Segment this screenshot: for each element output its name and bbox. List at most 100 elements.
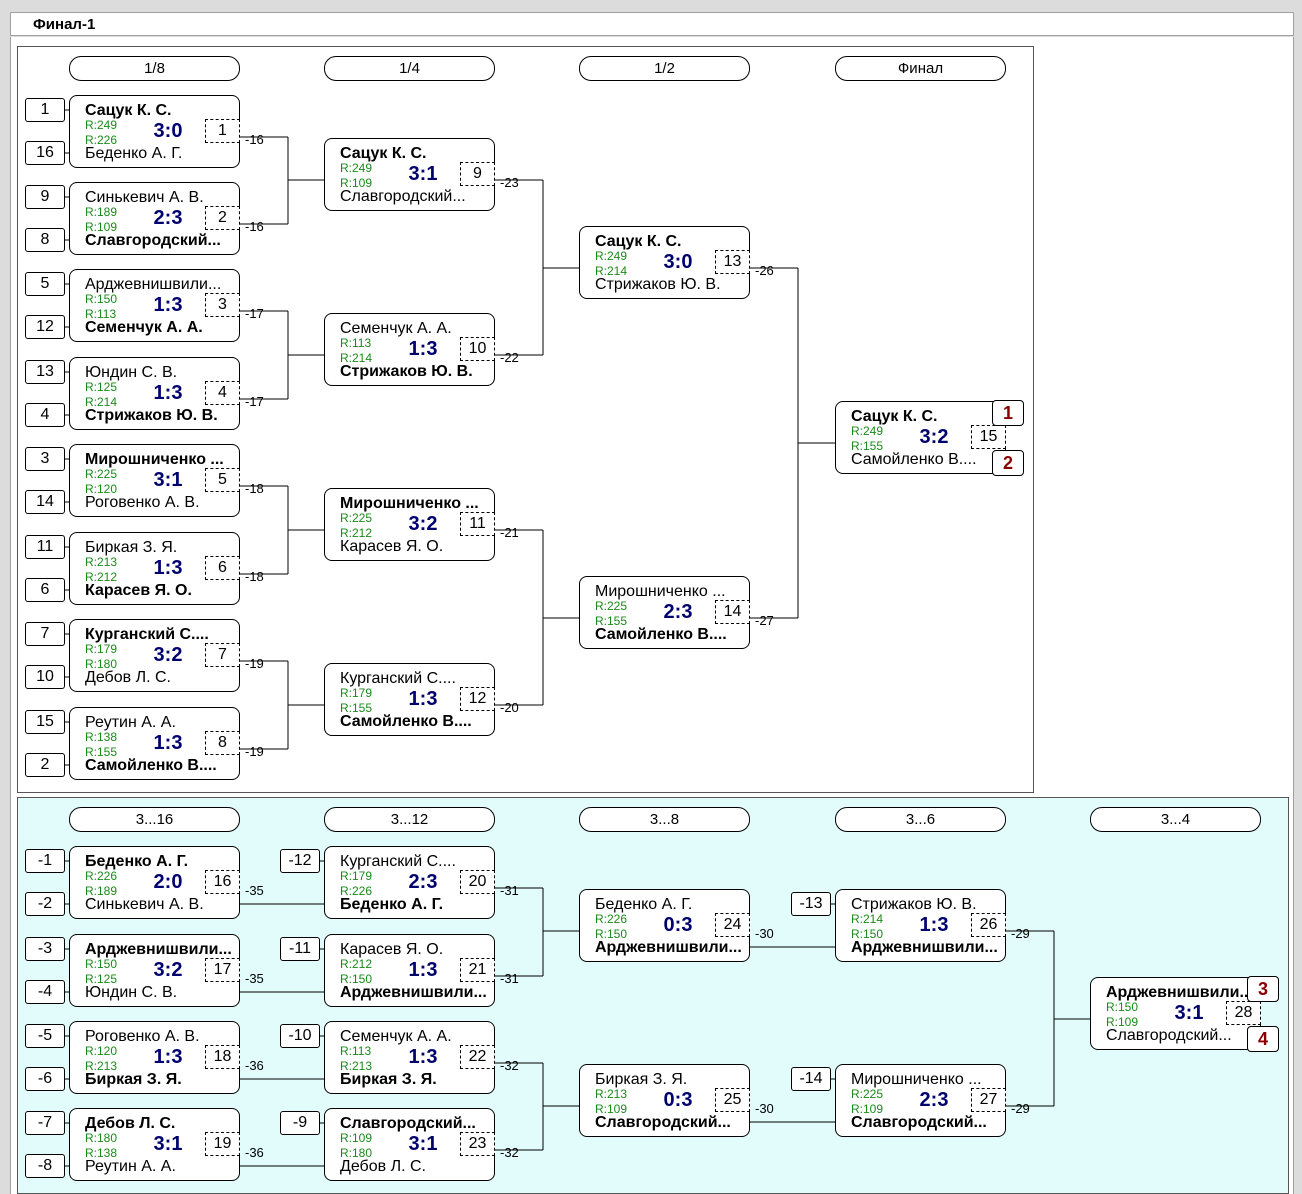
match-number: 17 xyxy=(205,958,240,982)
rating-top: R:226 xyxy=(85,869,118,883)
match-number: 19 xyxy=(205,1132,240,1156)
seed-box-top: -10 xyxy=(280,1024,320,1048)
rating-bottom: R:189 xyxy=(85,884,118,898)
loser-destination: -36 xyxy=(245,1058,264,1073)
match-score: 1:3 xyxy=(919,914,949,936)
loser-destination: -36 xyxy=(245,1145,264,1160)
rating-top: R:150 xyxy=(1106,1000,1139,1014)
match-number: 5 xyxy=(205,468,240,492)
player-bottom: Дебов Л. С. xyxy=(340,1158,426,1175)
seed-box-bottom: -4 xyxy=(25,980,65,1004)
match-number: 15 xyxy=(971,425,1006,449)
player-bottom: Арджевнишвили... xyxy=(340,984,487,1001)
match-score: 3:2 xyxy=(153,644,183,666)
rating-bottom: R:150 xyxy=(851,927,884,941)
place-badge: 4 xyxy=(1247,1026,1279,1052)
match-score: 3:1 xyxy=(153,1133,183,1155)
rating-top: R:150 xyxy=(85,957,118,971)
match-number: 11 xyxy=(460,512,495,536)
player-bottom: Биркая З. Я. xyxy=(85,1071,182,1088)
rating-bottom: R:113 xyxy=(85,307,117,321)
match-score: 2:3 xyxy=(919,1089,949,1111)
match-score: 1:3 xyxy=(153,732,183,754)
match-score: 1:3 xyxy=(408,688,438,710)
match-number: 2 xyxy=(205,206,240,230)
round-header-consolation: 3...12 xyxy=(324,807,495,832)
match-score: 0:3 xyxy=(663,914,693,936)
player-bottom: Беденко А. Г. xyxy=(85,145,183,162)
player-bottom: Самойленко В.... xyxy=(595,626,727,643)
place-badge: 2 xyxy=(992,450,1024,476)
rating-bottom: R:120 xyxy=(85,482,118,496)
rating-top: R:125 xyxy=(85,380,118,394)
loser-destination: -30 xyxy=(755,1101,774,1116)
match-score: 1:3 xyxy=(153,1046,183,1068)
seed-box-top: -9 xyxy=(280,1111,320,1135)
match-number: 6 xyxy=(205,556,240,580)
window-title-bar: Финал-1 xyxy=(10,12,1294,36)
seed-box-bottom: 16 xyxy=(25,141,65,165)
seed-box-top: -11 xyxy=(280,937,320,961)
rating-top: R:225 xyxy=(595,599,628,613)
player-bottom: Дебов Л. С. xyxy=(85,669,171,686)
player-bottom: Самойленко В.... xyxy=(851,451,977,468)
player-bottom: Стрижаков Ю. В. xyxy=(85,407,218,424)
rating-bottom: R:125 xyxy=(85,972,118,986)
match-number: 25 xyxy=(715,1088,750,1112)
match-number: 3 xyxy=(205,293,240,317)
rating-bottom: R:150 xyxy=(595,927,628,941)
seed-box-top: -14 xyxy=(791,1067,831,1091)
seed-box-bottom: -6 xyxy=(25,1067,65,1091)
loser-destination: -29 xyxy=(1011,926,1030,941)
match-number: 24 xyxy=(715,913,750,937)
loser-destination: -21 xyxy=(500,525,519,540)
rating-bottom: R:214 xyxy=(595,264,628,278)
match-score: 3:0 xyxy=(663,251,693,273)
match-number: 22 xyxy=(460,1045,495,1069)
seed-box-bottom: 12 xyxy=(25,315,65,339)
rating-top: R:138 xyxy=(85,730,118,744)
match-number: 27 xyxy=(971,1088,1006,1112)
round-header-consolation: 3...4 xyxy=(1090,807,1261,832)
match-score: 3:0 xyxy=(153,120,183,142)
rating-bottom: R:109 xyxy=(1106,1015,1139,1029)
rating-bottom: R:213 xyxy=(340,1059,373,1073)
rating-top: R:225 xyxy=(340,511,373,525)
rating-bottom: R:180 xyxy=(85,657,118,671)
match-number: 8 xyxy=(205,731,240,755)
seed-box-bottom: 10 xyxy=(25,665,65,689)
loser-destination: -29 xyxy=(1011,1101,1030,1116)
match-score: 2:3 xyxy=(408,871,438,893)
rating-bottom: R:155 xyxy=(851,439,884,453)
rating-bottom: R:155 xyxy=(595,614,628,628)
rating-top: R:249 xyxy=(851,424,884,438)
